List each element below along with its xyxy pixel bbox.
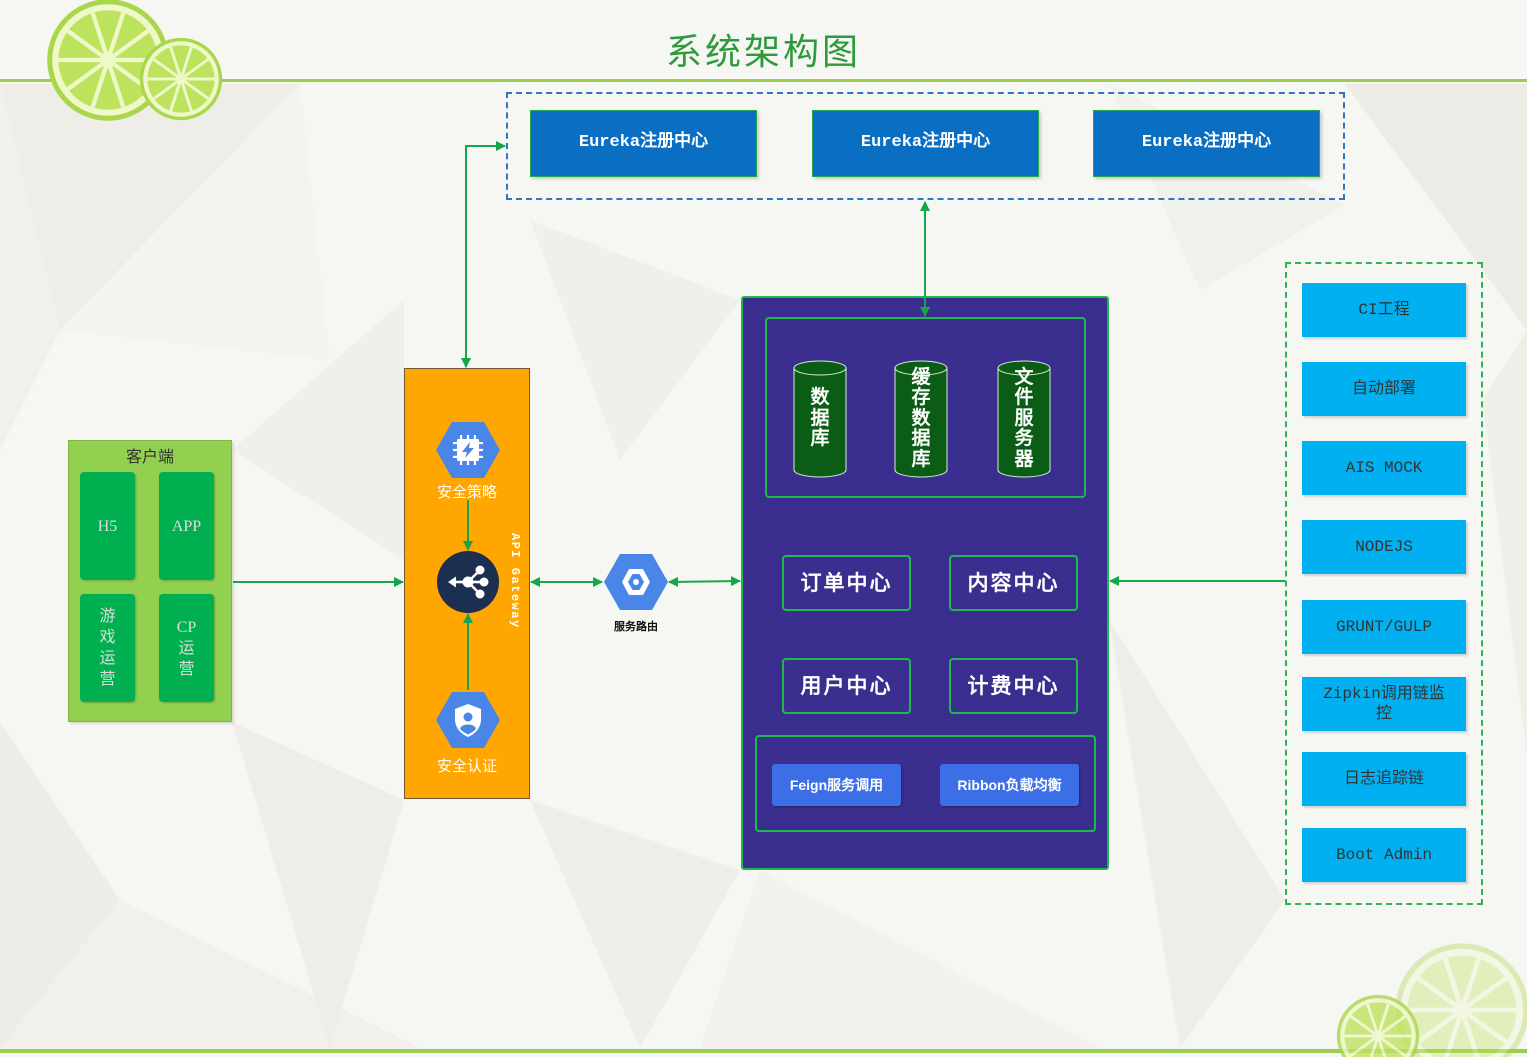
cylinder-label: 缓存数据库: [911, 366, 931, 470]
shield-user-icon: [436, 692, 500, 748]
client-item-label: APP: [171, 517, 202, 535]
cylinder-shape: [997, 360, 1051, 478]
eureka-node: Eureka注册中心: [530, 110, 757, 177]
eureka-node: Eureka注册中心: [1093, 110, 1320, 177]
eureka-node: Eureka注册中心: [812, 110, 1039, 177]
order-center: 订单中心: [782, 555, 911, 611]
devops-item: 日志追踪链: [1302, 752, 1466, 806]
cache-database-cylinder: 缓存数据库: [894, 360, 948, 478]
services-panel: 数据库 缓存数据库 文件服务器 订单中心 内容中心 用户中心 计费中心 Feig…: [741, 296, 1109, 870]
database-cylinder: 数据库: [793, 360, 847, 478]
page-title: 系统架构图: [665, 32, 861, 72]
devops-item-label: CI工程: [1358, 301, 1410, 319]
chip-icon: [436, 422, 500, 478]
client-item-game-ops: 游戏运营: [80, 594, 135, 702]
cylinder-shape: [894, 360, 948, 478]
feign-call-block: Feign服务调用: [772, 764, 901, 806]
service-call-group: Feign服务调用 Ribbon负载均衡: [755, 735, 1096, 832]
lime-slice-decoration-bottom: [1336, 943, 1527, 1057]
header-rule: [0, 79, 1527, 82]
client-group-title: 客户端: [125, 449, 174, 466]
client-item-app: APP: [159, 472, 214, 580]
devops-item: Boot Admin: [1302, 828, 1466, 882]
devops-item-label: AIS MOCK: [1345, 459, 1423, 477]
devops-item-label: 自动部署: [1351, 380, 1416, 398]
billing-center: 计费中心: [949, 658, 1078, 714]
devops-item-label: Boot Admin: [1335, 846, 1432, 864]
devops-item: NODEJS: [1302, 520, 1466, 574]
cylinder-label: 数据库: [810, 387, 830, 450]
devops-item: Zipkin调用链监控: [1302, 677, 1466, 731]
devops-item-label: NODEJS: [1355, 538, 1413, 556]
devops-group: CI工程 自动部署 AIS MOCK NODEJS GRUNT/GULP Zip…: [1285, 262, 1483, 905]
file-server-cylinder: 文件服务器: [997, 360, 1051, 478]
cylinder-label: 文件服务器: [1014, 366, 1034, 470]
user-center: 用户中心: [782, 658, 911, 714]
service-router-label: 服务路由: [614, 621, 658, 633]
ribbon-balance-block: Ribbon负载均衡: [940, 764, 1079, 806]
cylinder-shape: [793, 360, 847, 478]
client-item-label: H5: [97, 517, 118, 535]
devops-item-label: 日志追踪链: [1343, 770, 1424, 788]
client-item-cp-ops: CP运营: [159, 594, 214, 702]
eureka-registry-group: Eureka注册中心 Eureka注册中心 Eureka注册中心: [506, 92, 1345, 200]
security-auth-label: 安全认证: [436, 758, 497, 775]
devops-item-label: GRUNT/GULP: [1335, 618, 1432, 636]
security-policy-label: 安全策略: [436, 484, 497, 501]
api-gateway: 安全策略 安全认证 API Gateway: [404, 368, 530, 799]
cloud-router-icon: [604, 554, 668, 610]
client-item-h5: H5: [80, 472, 135, 580]
client-group: 客户端 H5 APP 游戏运营 CP运营: [68, 440, 232, 722]
api-gateway-label: API Gateway: [508, 533, 522, 629]
devops-item: CI工程: [1302, 283, 1466, 337]
storage-group: 数据库 缓存数据库 文件服务器: [765, 317, 1086, 498]
client-item-label: 游戏运营: [99, 608, 116, 688]
client-item-label: CP运营: [176, 618, 197, 678]
devops-item: GRUNT/GULP: [1302, 600, 1466, 654]
footer-rule: [0, 1049, 1527, 1053]
load-balancer-icon: [437, 551, 499, 613]
content-center: 内容中心: [949, 555, 1078, 611]
devops-item: 自动部署: [1302, 362, 1466, 416]
devops-item: AIS MOCK: [1302, 441, 1466, 495]
devops-item-label: Zipkin调用链监控: [1323, 685, 1445, 723]
